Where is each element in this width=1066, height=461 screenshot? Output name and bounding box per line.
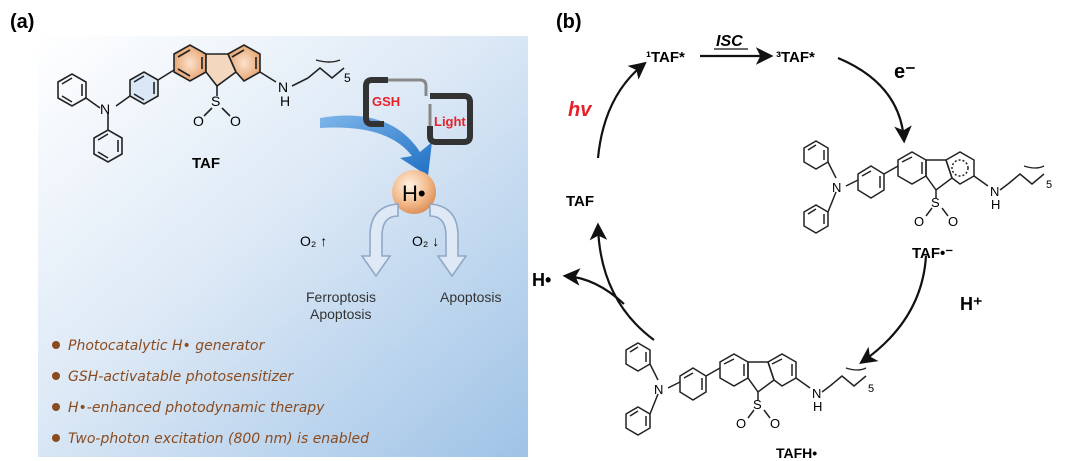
hv-label: hv (568, 99, 593, 121)
atom-nh-n-anion: N (990, 184, 999, 199)
panel-a-label: (a) (10, 11, 34, 33)
light-label: Light (434, 114, 466, 129)
nh-bond-tafh (821, 385, 831, 393)
atom-o2-tafh: O (770, 416, 780, 431)
panel-b-label: (b) (556, 11, 582, 33)
nh-bond-a (291, 77, 309, 87)
atom-o1-a: O (193, 113, 204, 129)
chain-subscript-tafh: 5 (868, 383, 874, 395)
atom-n-anion: N (832, 180, 841, 195)
chain-bracket-anion (1023, 165, 1045, 169)
nh-bond-anion (999, 183, 1009, 191)
radical-anion-label: TAF•⁻ (912, 245, 953, 262)
proton-label: H⁺ (960, 294, 983, 314)
electron-arrow (837, 56, 912, 144)
atom-s-a: S (211, 93, 220, 109)
outcome-apoptosis-right: Apoptosis (440, 289, 501, 305)
left-pathway-arrow (360, 203, 399, 278)
atom-nh-h-a: H (280, 93, 290, 109)
feature-bullet-list: Photocatalytic H• generator GSH-activata… (52, 338, 369, 447)
atom-o1-tafh: O (736, 416, 746, 431)
atom-o1-anion: O (914, 214, 924, 229)
photocatalytic-cycle (562, 47, 928, 365)
bullet-text: GSH-activatable photosensitizer (68, 369, 294, 385)
atom-s-anion: S (931, 195, 940, 210)
outcome-apoptosis-left: Apoptosis (310, 306, 371, 322)
return-arrow (589, 222, 655, 341)
right-pathway-arrow (429, 203, 468, 278)
h-radical-release-arrow (562, 268, 625, 305)
tafh-label: TAFH• (776, 445, 817, 461)
isc-label: ISC (716, 33, 743, 50)
h-radical-label: H• (402, 181, 426, 206)
o2-down-label: O₂ ↓ (412, 233, 439, 249)
proton-arrow (859, 255, 928, 365)
atom-o2-anion: O (948, 214, 958, 229)
bullet-text: H•-enhanced photodynamic therapy (68, 400, 325, 416)
o2-up-label: O₂ ↑ (300, 233, 327, 249)
chain-subscript-a: 5 (344, 71, 351, 85)
taf-structure-a (57, 44, 345, 163)
bullet-text: Photocatalytic H• generator (68, 338, 266, 354)
electron-label: e⁻ (894, 61, 916, 83)
h-radical-product-label: H• (532, 270, 551, 290)
atom-o2-a: O (230, 113, 241, 129)
bullet-dot (52, 403, 60, 411)
activation-arrow (320, 115, 432, 176)
chain-bracket-tafh (845, 367, 867, 371)
hv-arrow (596, 61, 647, 159)
taf-label-b: TAF (566, 193, 594, 210)
atom-s-tafh: S (753, 397, 762, 412)
taf-radical-anion-structure (803, 140, 1045, 234)
atom-nh-n-tafh: N (812, 386, 821, 401)
atom-n-a: N (100, 101, 110, 117)
atom-nh-h-tafh: H (813, 399, 822, 414)
triplet-state-label: ³TAF* (776, 49, 815, 66)
singlet-state-label: ¹TAF* (646, 49, 685, 66)
h-radical-ball (392, 170, 436, 214)
gsh-light-stimulus-icon (363, 77, 473, 145)
chain-subscript-anion: 5 (1046, 179, 1052, 191)
atom-n-tafh: N (654, 382, 663, 397)
bullet-dot (52, 434, 60, 442)
tafh-radical-structure (625, 342, 867, 436)
gsh-label: GSH (372, 94, 400, 109)
chain-bracket-a (315, 59, 341, 63)
taf-label-a: TAF (192, 155, 220, 172)
outcome-ferroptosis: Ferroptosis (306, 289, 376, 305)
bullet-dot (52, 341, 60, 349)
bullet-dot (52, 372, 60, 380)
atom-nh-n-a: N (278, 79, 288, 95)
bullet-text: Two-photon excitation (800 nm) is enable… (68, 431, 369, 447)
atom-nh-h-anion: H (991, 197, 1000, 212)
